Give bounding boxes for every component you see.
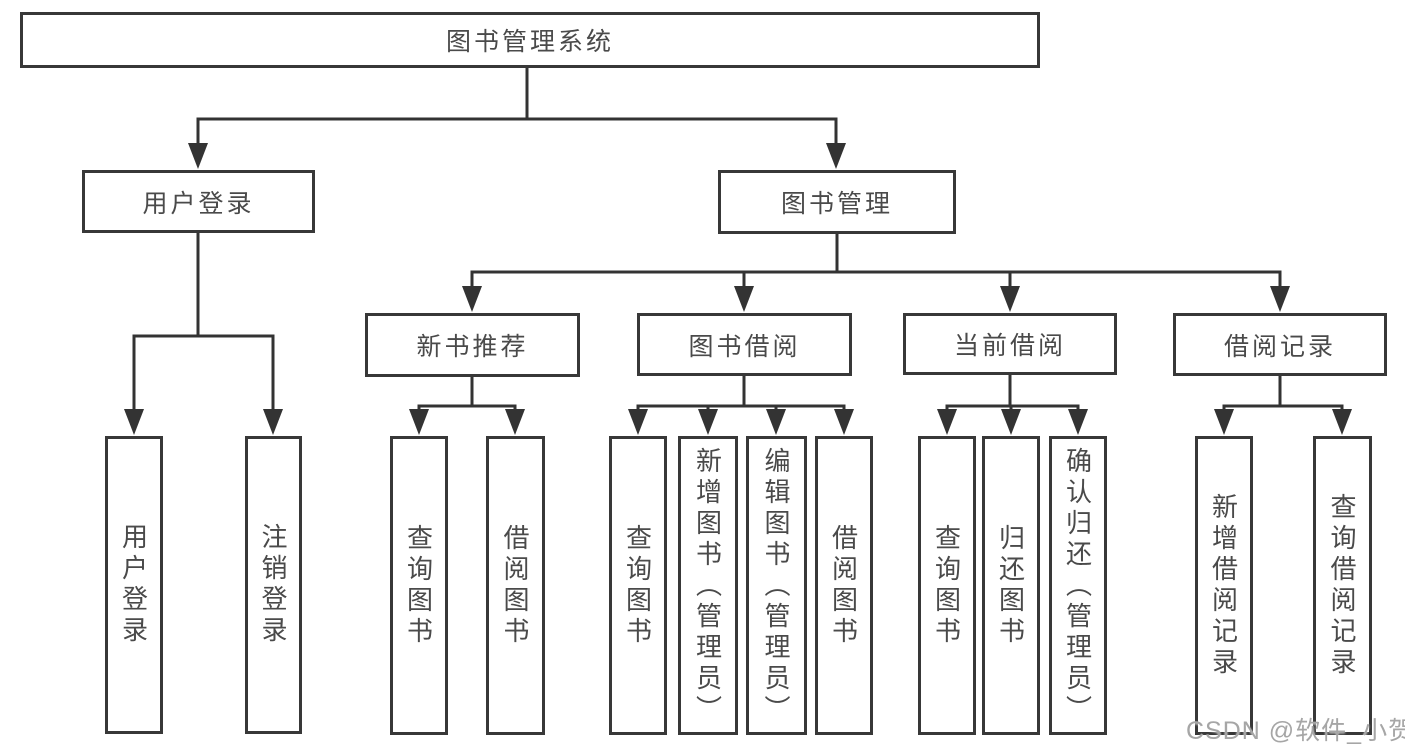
borrow-record-node: 借阅记录 [1173,313,1387,376]
csdn-watermark: CSDN @软件_小贺同学 [1186,717,1405,745]
current-query-node: 查询图书 [918,436,976,735]
book-borrow-node: 图书借阅 [637,313,852,376]
borrow-query-node: 查询图书 [609,436,667,735]
borrow-borrow-book-node: 借阅图书 [815,436,873,735]
book-management-node: 图书管理 [718,170,956,234]
borrow-add-book-node: 新增图书（管理员） [678,436,738,735]
user-login-node: 用户登录 [82,170,315,233]
borrow-edit-book-node: 编辑图书（管理员） [746,436,807,735]
leaf-logout-node: 注销登录 [245,436,302,734]
current-borrow-node: 当前借阅 [903,313,1117,375]
new-book-borrow-node: 借阅图书 [486,436,545,735]
current-confirm-return-node: 确认归还（管理员） [1049,436,1107,735]
new-book-recommend-node: 新书推荐 [365,313,580,377]
current-return-node: 归还图书 [982,436,1040,735]
record-query-node: 查询借阅记录 [1313,436,1372,735]
leaf-user-login-node: 用户登录 [105,436,163,734]
record-add-node: 新增借阅记录 [1195,436,1253,735]
system-root-node: 图书管理系统 [20,12,1040,68]
new-book-query-node: 查询图书 [390,436,448,735]
